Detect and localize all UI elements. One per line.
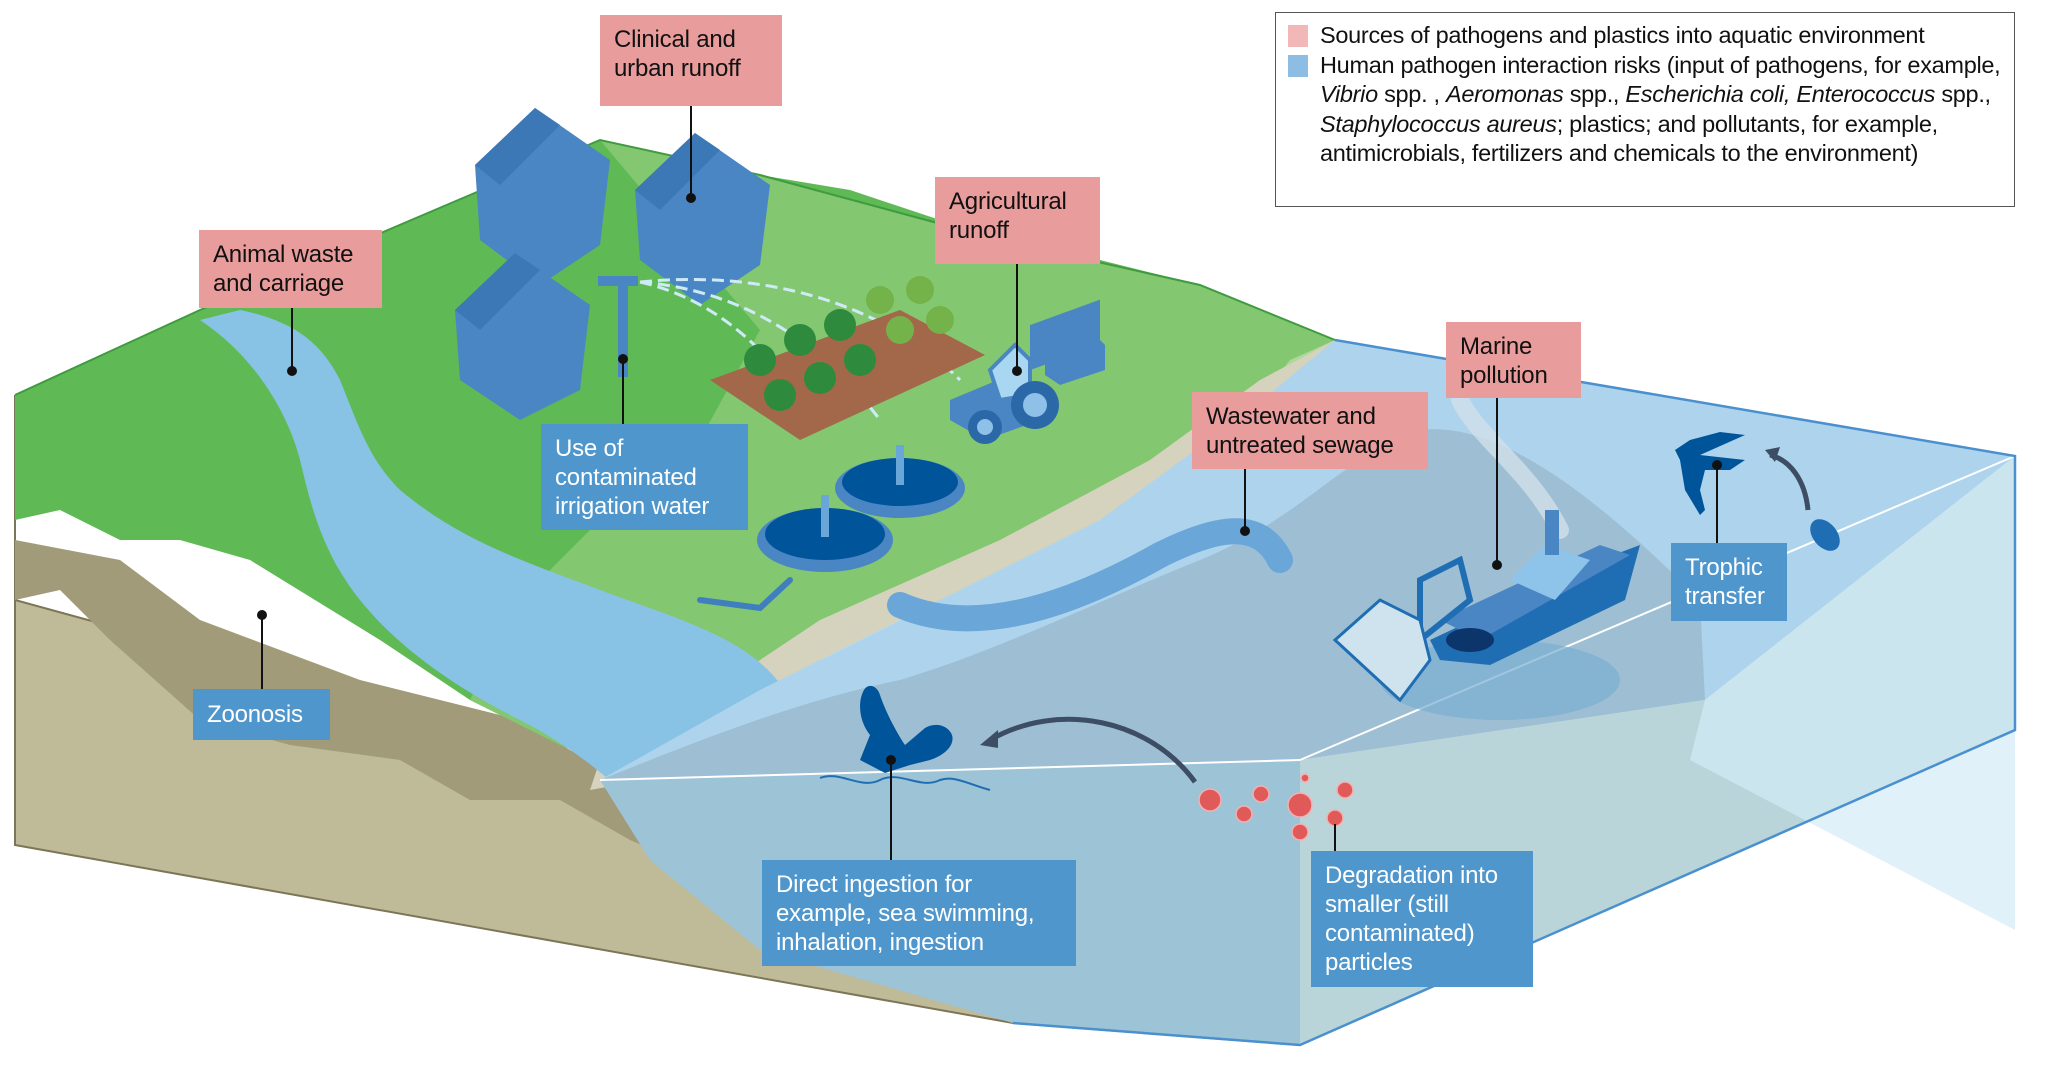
- soil-dark-layer: [15, 540, 800, 900]
- label-clinical-urban-runoff: Clinical and urban runoff: [600, 15, 782, 106]
- leader-zoonosis: [261, 616, 263, 689]
- label-trophic-transfer: Trophic transfer: [1671, 543, 1787, 621]
- legend-item-risks: Human pathogen interaction risks (input …: [1288, 51, 2002, 169]
- legend-text-risks: Human pathogen interaction risks (input …: [1320, 51, 2002, 169]
- crop-plants-icon: [744, 276, 954, 411]
- leader-marine: [1496, 398, 1498, 564]
- label-degradation-particles: Degradation into smaller (still contamin…: [1311, 851, 1533, 987]
- river: [200, 310, 795, 790]
- leader-irrigation: [622, 360, 624, 424]
- leader-dot: [886, 755, 896, 765]
- label-zoonosis: Zoonosis: [193, 689, 330, 740]
- legend-species-name: Enterococcus: [1796, 81, 1936, 107]
- label-direct-ingestion: Direct ingestion for example, sea swimmi…: [762, 860, 1076, 966]
- legend-species-name: Escherichia coli,: [1625, 81, 1791, 107]
- legend-text-segment: ; plastics; and pollutants, for example,…: [1320, 110, 1938, 167]
- legend-swatch-blue: [1288, 54, 1308, 77]
- leader-dot: [1712, 460, 1722, 470]
- leader-dot: [1492, 560, 1502, 570]
- house-icon: [455, 253, 590, 420]
- label-wastewater-sewage: Wastewater and untreated sewage: [1192, 392, 1428, 469]
- treatment-tank-icon: [697, 445, 965, 612]
- label-animal-waste: Animal waste and carriage: [199, 230, 382, 308]
- sewage-pipe-icon: [887, 518, 1293, 632]
- particles-icon: [1198, 773, 1354, 841]
- leader-clinical: [690, 106, 692, 194]
- leader-animal: [291, 308, 293, 370]
- sea-end-face: [1690, 456, 2015, 930]
- house-icon: [475, 108, 610, 285]
- leader-dot: [257, 610, 267, 620]
- sea-outline: [1012, 338, 2017, 1047]
- leader-dot: [1012, 366, 1022, 376]
- label-marine-pollution: Marine pollution: [1446, 322, 1581, 398]
- leader-dot: [686, 193, 696, 203]
- fishing-boat-icon: [1332, 510, 1640, 720]
- legend-text-sources: Sources of pathogens and plastics into a…: [1320, 22, 1925, 48]
- legend: Sources of pathogens and plastics into a…: [1275, 12, 2015, 207]
- legend-species-name: Aeromonas: [1446, 81, 1564, 107]
- seabird-icon: [1675, 432, 1745, 515]
- leader-degradation: [1334, 824, 1336, 851]
- leader-dot: [1240, 526, 1250, 536]
- particle-arrowhead-icon: [980, 730, 998, 748]
- house-icon: [635, 133, 770, 305]
- particle-to-swimmer-arrow-icon: [988, 716, 1198, 784]
- trophic-arrowhead-icon: [1765, 447, 1780, 462]
- legend-species-name: Staphylococcus aureus: [1320, 110, 1557, 137]
- smoke-plume: [1451, 391, 1569, 539]
- legend-text-segment: Human pathogen interaction risks (input …: [1320, 51, 2001, 78]
- leader-wastewater: [1244, 469, 1246, 529]
- legend-swatch-pink: [1288, 25, 1308, 47]
- tractor-icon: [950, 299, 1105, 444]
- leader-agricultural: [1016, 264, 1018, 370]
- leader-dot: [287, 366, 297, 376]
- label-irrigation-water: Use of contaminated irrigation water: [541, 424, 748, 530]
- mussel-icon: [1810, 519, 1840, 551]
- legend-species-name: Vibrio: [1320, 81, 1378, 107]
- label-agricultural-runoff: Agricultural runoff: [935, 177, 1100, 264]
- legend-text-segment: spp.,: [1935, 81, 1991, 107]
- legend-item-sources: Sources of pathogens and plastics into a…: [1288, 21, 2002, 51]
- legend-text-segment: spp. ,: [1377, 81, 1446, 107]
- beach: [590, 340, 1335, 790]
- leader-direct: [890, 760, 892, 860]
- leader-dot: [618, 354, 628, 364]
- legend-text-segment: spp.,: [1563, 81, 1626, 107]
- swimmer-icon: [819, 685, 991, 791]
- sea-edge-line: [599, 759, 1301, 781]
- leader-trophic: [1716, 465, 1718, 543]
